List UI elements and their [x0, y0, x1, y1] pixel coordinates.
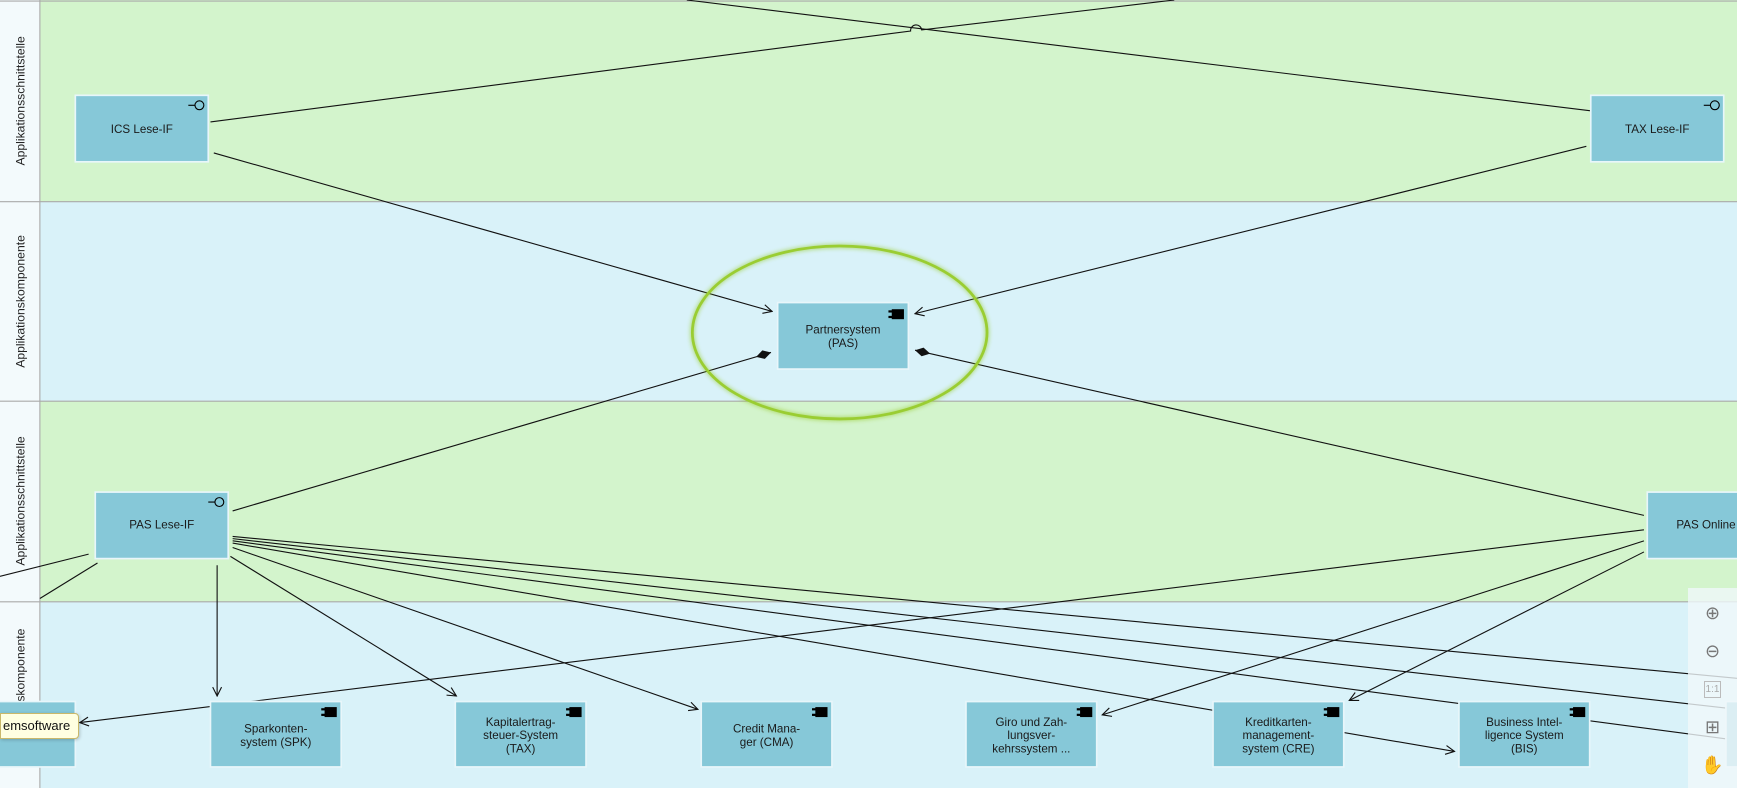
node-label: kehrssystem ... [992, 743, 1070, 756]
lane-header-column [0, 0, 40, 788]
node-label: Partnersystem [806, 324, 881, 337]
component-icon [321, 707, 337, 718]
zoom-toolbar: ⊕ ⊖ 1:1 ⊞ ✋ [1688, 588, 1737, 788]
interface-icon [188, 100, 205, 111]
node-giro[interactable]: Giro und Zah- lungsver- kehrssystem ... [965, 700, 1098, 768]
actual-size-label: 1:1 [1703, 680, 1722, 698]
node-tax-lese-if[interactable]: TAX Lese-IF [1589, 94, 1725, 163]
node-pas-online[interactable]: PAS Online [1646, 491, 1737, 560]
lane-label: Applikationsschnittstelle [13, 436, 27, 565]
node-label: Giro und Zah- [995, 716, 1067, 729]
node-label: management- [1243, 729, 1315, 742]
node-label: (PAS) [828, 337, 858, 350]
interface-icon [208, 497, 225, 508]
interface-icon [1703, 100, 1720, 111]
tooltip: emsoftware [0, 713, 80, 739]
node-tax[interactable]: Kapitalertrag- steuer-System (TAX) [454, 700, 587, 768]
node-label: Sparkonten- [244, 723, 307, 736]
fit-page-icon[interactable]: ⊞ [1704, 716, 1721, 737]
node-label: ger (CMA) [740, 736, 794, 749]
node-cre[interactable]: Kreditkarten- management- system (CRE) [1212, 700, 1345, 768]
component-icon [1569, 707, 1586, 718]
node-label: steuer-System [483, 729, 558, 742]
lane-component-1 [39, 201, 1737, 402]
actual-size-button[interactable]: 1:1 [1698, 670, 1728, 708]
node-label: PAS Online [1676, 519, 1735, 532]
node-label: system (CRE) [1242, 743, 1314, 756]
node-label: system (SPK) [240, 736, 311, 749]
node-label: Credit Mana- [733, 723, 800, 736]
lane-label: Applikationskomponente [13, 235, 27, 368]
node-label: TAX Lese-IF [1625, 123, 1689, 136]
node-label: Business Intel- [1486, 716, 1562, 729]
node-label: (BIS) [1511, 743, 1538, 756]
edges [0, 0, 1737, 751]
node-spk[interactable]: Sparkonten- system (SPK) [209, 700, 343, 768]
node-label: (TAX) [506, 743, 536, 756]
node-label: Kapitalertrag- [486, 716, 556, 729]
node-cma[interactable]: Credit Mana- ger (CMA) [700, 700, 833, 768]
component-icon [888, 309, 904, 320]
node-label: ICS Lese-IF [111, 123, 173, 136]
node-partnersystem-pas[interactable]: Partnersystem (PAS) [776, 301, 910, 370]
node-ics-lese-if[interactable]: ICS Lese-IF [74, 94, 210, 163]
component-icon [1323, 707, 1340, 718]
component-icon [1076, 707, 1093, 718]
node-label: ligence System [1485, 729, 1564, 742]
component-icon [566, 707, 582, 718]
lane-label: Applikationsschnittstelle [13, 36, 27, 165]
node-bis[interactable]: Business Intel- ligence System (BIS) [1458, 700, 1591, 768]
zoom-out-icon[interactable]: ⊖ [1704, 640, 1721, 661]
node-label: lungsver- [1007, 729, 1055, 742]
node-label: PAS Lese-IF [129, 519, 194, 532]
lane-interface-2 [39, 401, 1737, 602]
node-pas-lese-if[interactable]: PAS Lese-IF [94, 491, 230, 560]
component-icon [812, 707, 828, 718]
lane-interface-1 [39, 0, 1737, 202]
node-label: Kreditkarten- [1245, 716, 1312, 729]
pan-hand-icon[interactable]: ✋ [1701, 754, 1724, 775]
zoom-in-icon[interactable]: ⊕ [1704, 602, 1721, 623]
